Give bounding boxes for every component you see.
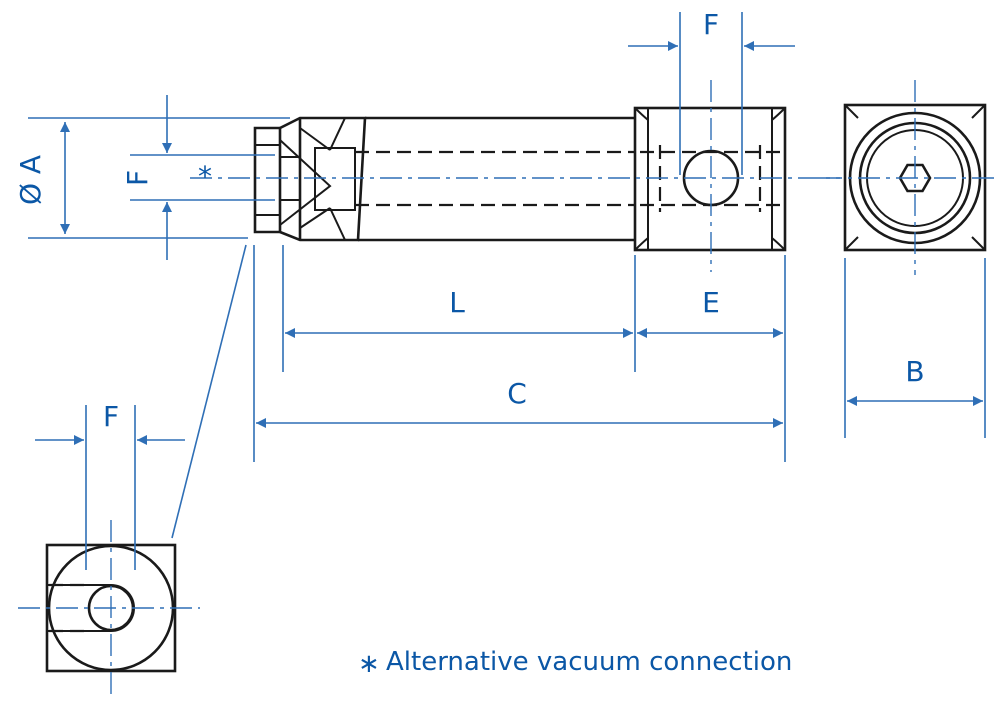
dimension-dia-a: Ø A [14,117,290,239]
label-e: E [702,286,720,319]
detail-leader-line [171,244,247,539]
dimension-b: B [844,258,986,438]
footnote: ∗ Alternative vacuum connection [358,647,792,679]
dimension-f-top: F [628,8,795,175]
dimension-l-e: L E [282,245,786,462]
dimension-f-left: F * [121,95,275,260]
dimension-f-bottom: F [35,400,185,570]
label-b: B [905,355,924,388]
label-asterisk: * [198,160,212,193]
label-f-top: F [703,8,719,41]
label-f-left: F [121,170,154,186]
footnote-text: Alternative vacuum connection [386,647,792,677]
footnote-symbol: ∗ [358,649,380,679]
side-view [253,106,787,252]
dimension-c: C [253,245,783,462]
label-dia-a: Ø A [14,155,47,205]
label-f-bottom: F [103,400,119,433]
label-l: L [449,286,465,319]
label-c: C [507,377,527,410]
